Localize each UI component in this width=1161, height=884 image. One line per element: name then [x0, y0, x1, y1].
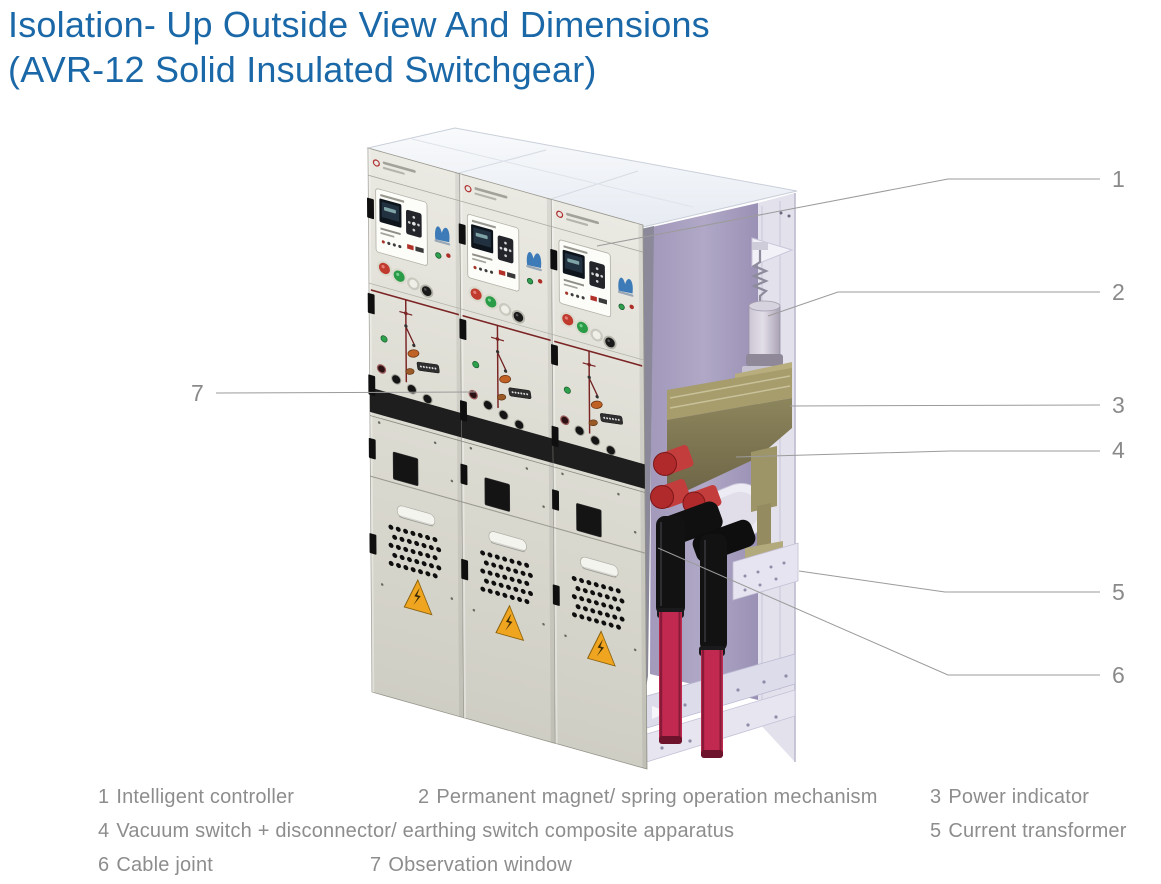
page-title: Isolation- Up Outside View And Dimension…: [8, 2, 710, 92]
legend-item-3: 3 Power indicator: [930, 786, 1089, 809]
cable-bushings: [650, 445, 722, 515]
callouts: 1 2 3 4 5 6 7: [191, 166, 1125, 688]
callout-number-7: 7: [191, 380, 204, 406]
callout-line-2: [767, 291, 1100, 317]
legend-label: Permanent magnet/ spring operation mecha…: [436, 786, 878, 808]
operation-mechanism: [742, 242, 787, 374]
legend-item-2: 2 Permanent magnet/ spring operation mech…: [418, 786, 878, 809]
legend-number: 2: [418, 786, 430, 808]
mounting-plate: [732, 542, 799, 601]
legend-item-1: 1 Intelligent controller: [98, 786, 294, 809]
legend-label: Power indicator: [948, 786, 1090, 808]
legend-label: Vacuum switch + disconnector/ earthing s…: [116, 820, 735, 842]
callout-6: 6: [657, 547, 1125, 688]
callout-3: 3: [789, 392, 1125, 418]
callout-line-4: [735, 450, 1100, 458]
callout-number-1: 1: [1112, 166, 1125, 192]
legend-label: Current transformer: [948, 820, 1127, 842]
callout-line-3: [789, 404, 1101, 407]
legend-number: 1: [98, 786, 110, 808]
callout-number-4: 4: [1112, 437, 1125, 463]
callout-number-6: 6: [1112, 662, 1125, 688]
legend-item-6: 6 Cable joint: [98, 854, 213, 877]
callout-line-7: [215, 391, 476, 394]
power-indicator-assembly: [667, 362, 792, 420]
callout-number-3: 3: [1112, 392, 1125, 418]
title-line-2: (AVR-12 Solid Insulated Switchgear): [8, 49, 597, 90]
callout-number-5: 5: [1112, 579, 1125, 605]
front-panel-1: [367, 148, 464, 718]
callout-5: 5: [798, 570, 1125, 605]
callout-line-5: [798, 570, 1100, 593]
front-panel-2: [458, 173, 555, 743]
mechanism-spring: [751, 250, 769, 306]
callout-line-6: [657, 547, 1100, 676]
legend-number: 3: [930, 786, 942, 808]
legend-label: Cable joint: [116, 854, 214, 876]
legend-number: 6: [98, 854, 110, 876]
legend-item-7: 7 Observation window: [370, 854, 572, 877]
callout-1: 1: [596, 166, 1125, 247]
callout-4: 4: [735, 437, 1125, 463]
vacuum-switch-module: [667, 398, 792, 500]
legend-label: Intelligent controller: [116, 786, 295, 808]
legend-item-4: 4 Vacuum switch + disconnector/ earthing …: [98, 820, 734, 843]
legend-label: Observation window: [388, 854, 573, 876]
switchgear-cabinet: [367, 127, 799, 769]
legend-number: 4: [98, 820, 110, 842]
legend-item-5: 5 Current transformer: [930, 820, 1127, 843]
callout-line-1: [596, 178, 1100, 247]
legend-number: 5: [930, 820, 942, 842]
callout-7: 7: [191, 380, 476, 406]
legend-number: 7: [370, 854, 382, 876]
mechanism-cylinder: [748, 305, 781, 359]
title-line-1: Isolation- Up Outside View And Dimension…: [8, 4, 710, 45]
power-cables: [657, 608, 725, 758]
callout-2: 2: [767, 279, 1125, 317]
callout-number-2: 2: [1112, 279, 1125, 305]
front-panel-3: [550, 199, 647, 769]
cable-joints: [656, 501, 756, 652]
